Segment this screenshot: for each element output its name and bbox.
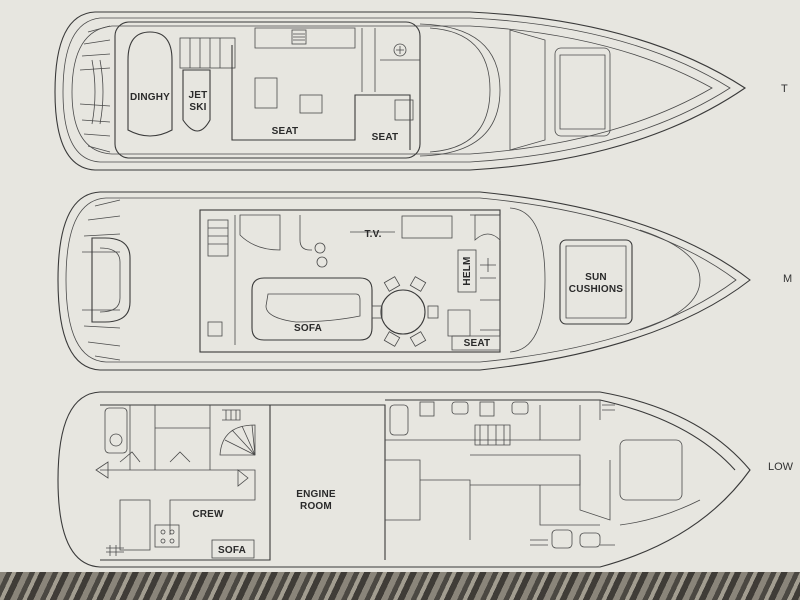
main-deck-plan: T.V. HELM SUN CUSHIONS SOFA SEAT M	[57, 191, 792, 371]
lower-deck-plan: CREW SOFA ENGINE ROOM LOW	[57, 391, 794, 568]
helm-label: HELM	[462, 256, 473, 285]
lower-deck-edge-label: LOW	[768, 461, 794, 473]
dinghy-label: DINGHY	[130, 92, 170, 103]
main-deck-edge-label: M	[783, 273, 792, 285]
top-seat-label: SEAT	[272, 126, 299, 137]
sun-label: SUN	[585, 272, 607, 283]
room-label: ROOM	[300, 501, 332, 512]
tv-label: T.V.	[364, 229, 381, 240]
cushions-label: CUSHIONS	[569, 284, 624, 295]
engine-label: ENGINE	[296, 489, 336, 500]
jet-label: JET	[189, 90, 208, 101]
ski-label: SKI	[189, 102, 206, 113]
lower-sofa-label: SOFA	[218, 545, 246, 556]
background-carpet	[0, 572, 800, 600]
main-sofa-label: SOFA	[294, 323, 322, 334]
main-seat-label: SEAT	[464, 338, 491, 349]
top-deck-plan: DINGHY JET SKI SEAT SEAT T	[54, 11, 788, 171]
crew-label: CREW	[192, 509, 224, 520]
top-deck-edge-label: T	[781, 83, 788, 95]
top-side-seat-label: SEAT	[372, 132, 399, 143]
